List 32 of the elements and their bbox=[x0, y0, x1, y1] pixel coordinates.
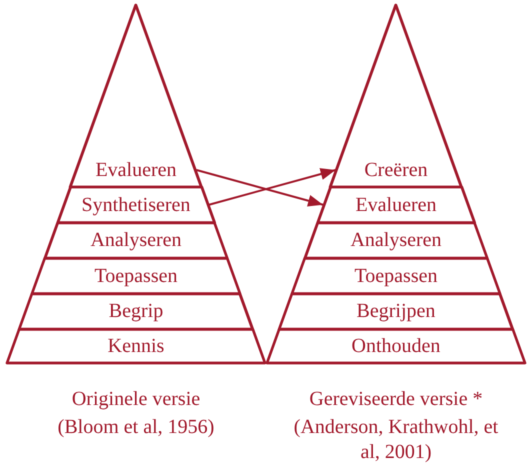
level-label: Begrijpen bbox=[356, 299, 436, 324]
caption: (Anderson, Krathwohl, et al, 2001) bbox=[292, 415, 500, 465]
pyramid-level bbox=[279, 294, 513, 329]
level-label: Evalueren bbox=[355, 192, 437, 218]
pyramid-level bbox=[44, 222, 228, 258]
pyramid-level bbox=[330, 5, 462, 187]
pyramid-level bbox=[19, 294, 253, 329]
pyramid bbox=[267, 5, 525, 363]
caption: Originele versie bbox=[70, 387, 202, 412]
level-label: Analyseren bbox=[350, 228, 442, 254]
pyramid-level bbox=[7, 329, 265, 363]
level-label: Analyseren bbox=[90, 228, 182, 254]
caption: Gereviseerde versie * bbox=[308, 387, 484, 412]
level-label: Toepassen bbox=[354, 264, 438, 289]
level-label: Onthouden bbox=[352, 334, 440, 359]
pyramid-level bbox=[58, 187, 214, 222]
arrow bbox=[208, 168, 336, 206]
pyramid-level bbox=[318, 187, 474, 222]
pyramid-level bbox=[304, 222, 488, 258]
pyramid-level bbox=[70, 5, 202, 187]
pyramid-level bbox=[267, 329, 525, 363]
pyramid-level bbox=[32, 258, 240, 294]
level-label: Creëren bbox=[364, 158, 428, 183]
level-label: Synthetiseren bbox=[82, 192, 190, 218]
level-label: Evalueren bbox=[95, 158, 177, 183]
pyramid bbox=[7, 5, 265, 363]
pyramid-level bbox=[292, 258, 500, 294]
level-label: Toepassen bbox=[94, 264, 178, 289]
level-label: Kennis bbox=[108, 334, 164, 359]
level-label: Begrip bbox=[108, 299, 164, 324]
caption: (Bloom et al, 1956) bbox=[56, 415, 216, 440]
arrow bbox=[196, 169, 324, 207]
